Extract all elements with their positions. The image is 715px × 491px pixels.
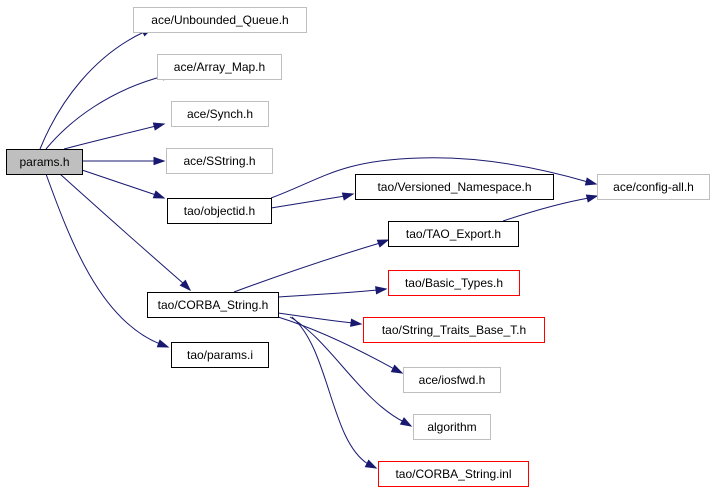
node-algorithm: algorithm (413, 414, 491, 440)
arrowhead-icon (399, 417, 413, 427)
node-tao-tao-export[interactable]: tao/TAO_Export.h (388, 221, 519, 247)
edge-line (270, 195, 346, 209)
edge-line (291, 316, 369, 465)
edge-tao_objectid-to-tao_versioned_namespace (270, 192, 355, 209)
arrowhead-icon (152, 122, 166, 131)
edge-tao_corba_string-to-tao_string_traits (277, 312, 363, 327)
node-ace-config-all: ace/config-all.h (597, 174, 710, 200)
node-tao-params-i[interactable]: tao/params.i (171, 342, 269, 368)
arrowhead-icon (376, 239, 390, 248)
edge-line (270, 157, 589, 199)
edge-params_h-to-ace_sstring (82, 156, 166, 166)
node-label: ace/config-all.h (613, 180, 694, 194)
node-label: algorithm (427, 420, 476, 434)
node-label: tao/params.i (187, 348, 253, 362)
node-ace-unbounded-queue: ace/Unbounded_Queue.h (133, 7, 307, 33)
node-label: tao/CORBA_String.inl (395, 467, 511, 481)
arrowhead-icon (390, 364, 404, 374)
node-box (597, 174, 710, 200)
node-box (167, 198, 272, 224)
node-box (355, 174, 554, 200)
edge-tao_tao_export-to-ace_config_all (502, 194, 599, 222)
edge-params_h-to-tao_corba_string (59, 173, 192, 292)
arrowhead-icon (341, 192, 355, 201)
nodes-layer: params.h ace/Unbounded_Queue.h ace/Array_M… (6, 7, 710, 487)
node-label: ace/Array_Map.h (174, 60, 265, 74)
node-ace-array-map: ace/Array_Map.h (157, 54, 282, 80)
node-label: params.h (19, 155, 69, 169)
edge-tao_corba_string-to-tao_basic_types (277, 286, 388, 298)
node-box (6, 149, 83, 175)
arrowhead-icon (179, 279, 192, 292)
node-box (171, 342, 269, 368)
node-box (388, 270, 520, 296)
node-label: tao/Versioned_Namespace.h (377, 180, 531, 194)
edge-line (81, 169, 157, 196)
node-label: tao/CORBA_String.h (158, 298, 269, 312)
arrowhead-icon (153, 156, 166, 166)
node-box (133, 7, 307, 33)
edge-tao_corba_string-to-tao_tao_export (233, 239, 390, 293)
node-box (363, 317, 545, 343)
node-tao-versioned-namespace[interactable]: tao/Versioned_Namespace.h (355, 174, 554, 200)
node-tao-objectid[interactable]: tao/objectid.h (167, 198, 272, 224)
node-tao-corba-string-inl[interactable]: tao/CORBA_String.inl (378, 461, 529, 487)
node-box (403, 367, 501, 393)
arrowhead-icon (152, 190, 166, 199)
node-label: ace/iosfwd.h (419, 373, 486, 387)
edge-tao_corba_string-to-tao_corba_string_inl (291, 316, 378, 469)
arrowhead-icon (584, 177, 598, 186)
edge-line (59, 173, 185, 285)
node-label: ace/Synch.h (187, 107, 253, 121)
node-box (157, 54, 282, 80)
edge-line (289, 316, 405, 423)
node-label: tao/String_Traits_Base_T.h (382, 323, 526, 337)
edge-tao_corba_string-to-algorithm (289, 316, 413, 427)
node-box (171, 101, 269, 127)
node-label: ace/SString.h (183, 154, 255, 168)
edge-line (277, 289, 379, 298)
arrowhead-icon (585, 194, 599, 203)
node-label: tao/Basic_Types.h (405, 276, 503, 290)
node-ace-iosfwd: ace/iosfwd.h (403, 367, 501, 393)
arrowhead-icon (350, 318, 363, 327)
edge-tao_corba_string-to-ace_iosfwd (277, 316, 404, 374)
node-tao-string-traits[interactable]: tao/String_Traits_Base_T.h (363, 317, 545, 343)
edge-line (233, 242, 381, 293)
edges-layer (39, 27, 599, 469)
edge-line (277, 312, 354, 324)
edge-line (39, 31, 145, 150)
edge-line (45, 75, 165, 150)
edge-line (277, 316, 397, 371)
edge-line (502, 197, 590, 222)
node-ace-sstring: ace/SString.h (166, 148, 273, 174)
edge-params_h-to-ace_synch (63, 122, 166, 150)
node-box (166, 148, 273, 174)
edge-line (63, 125, 157, 150)
node-box (388, 221, 519, 247)
arrowhead-icon (375, 286, 388, 295)
node-params-h[interactable]: params.h (6, 149, 83, 175)
arrowhead-icon (156, 339, 170, 348)
node-ace-synch: ace/Synch.h (171, 101, 269, 127)
edge-line (45, 173, 161, 345)
edge-tao_objectid-to-ace_config_all (270, 157, 598, 199)
edge-params_h-to-tao_objectid (81, 169, 166, 199)
node-label: tao/TAO_Export.h (406, 227, 501, 241)
node-box (413, 414, 491, 440)
node-tao-corba-string[interactable]: tao/CORBA_String.h (147, 292, 279, 318)
node-label: ace/Unbounded_Queue.h (151, 13, 288, 27)
node-box (378, 461, 529, 487)
arrowhead-icon (364, 459, 378, 469)
edge-params_h-to-tao_params_i (45, 173, 170, 348)
node-label: tao/objectid.h (184, 204, 255, 218)
node-box (147, 292, 279, 318)
node-tao-basic-types[interactable]: tao/Basic_Types.h (388, 270, 520, 296)
